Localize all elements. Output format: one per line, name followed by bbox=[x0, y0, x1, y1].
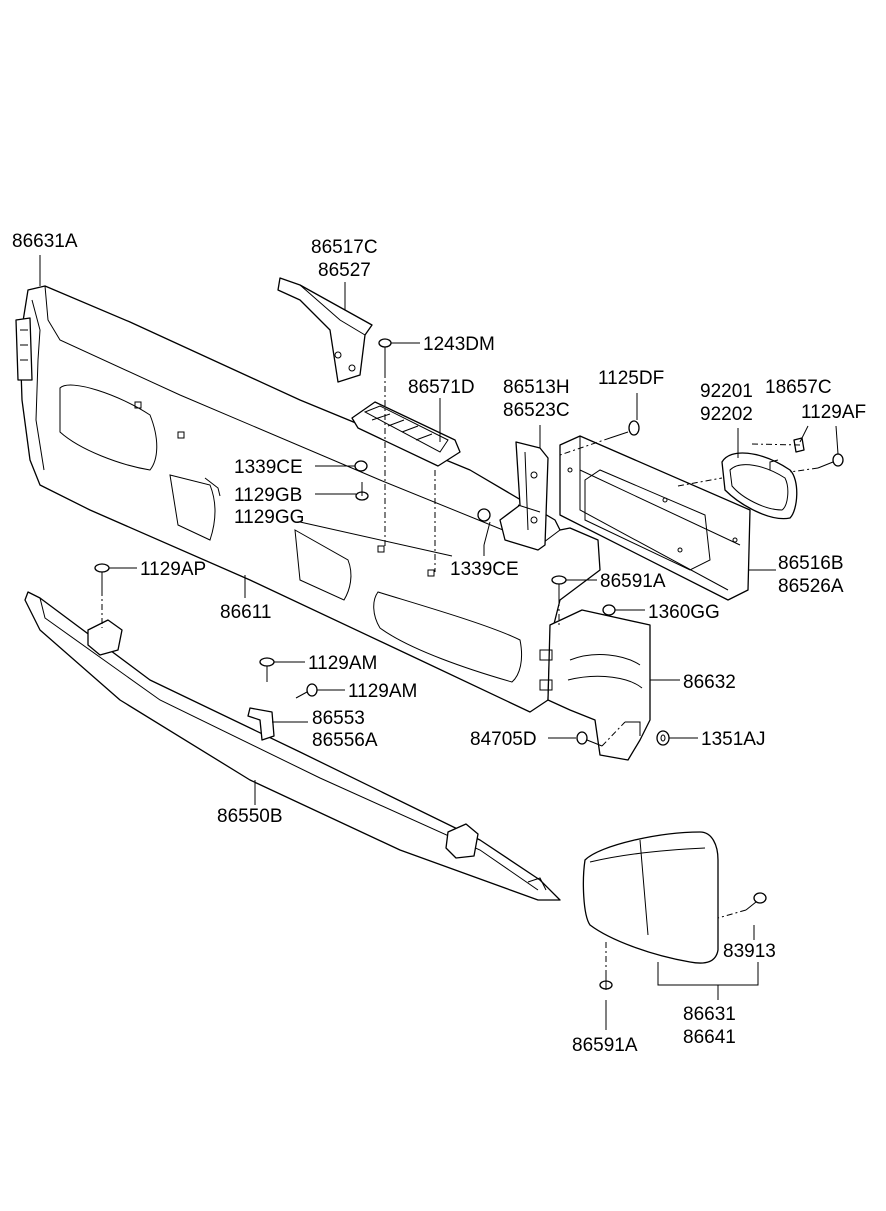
label-86641: 86641 bbox=[683, 1027, 736, 1048]
label-86591A-lower: 86591A bbox=[572, 1035, 638, 1056]
label-86631: 86631 bbox=[683, 1004, 736, 1025]
label-86632: 86632 bbox=[683, 672, 736, 693]
label-86553: 86553 bbox=[312, 708, 365, 729]
label-1125DF: 1125DF bbox=[598, 368, 664, 389]
label-1339CE-a: 1339CE bbox=[234, 457, 303, 478]
end-cap-86631 bbox=[582, 831, 719, 964]
label-86591A-upper: 86591A bbox=[600, 571, 666, 592]
label-83913: 83913 bbox=[723, 941, 776, 962]
label-92202: 92202 bbox=[700, 404, 753, 425]
label-18657C: 18657C bbox=[765, 377, 832, 398]
label-86527: 86527 bbox=[318, 260, 371, 281]
label-86571D: 86571D bbox=[408, 377, 475, 398]
pad-86571D bbox=[351, 401, 461, 467]
bracket-86517C bbox=[277, 277, 373, 383]
part-labels: 86631A 86517C 86527 1243DM 86571D 86513H… bbox=[12, 231, 866, 1056]
label-1243DM: 1243DM bbox=[423, 334, 495, 355]
assembly-lines bbox=[101, 372, 819, 990]
label-86631A-top: 86631A bbox=[12, 231, 78, 252]
washer-icon bbox=[656, 730, 670, 746]
label-86513H: 86513H bbox=[503, 377, 570, 398]
label-86550B: 86550B bbox=[217, 806, 283, 827]
label-1129GG: 1129GG bbox=[234, 507, 304, 528]
bracket-86553 bbox=[247, 707, 275, 741]
nut-icon bbox=[354, 460, 616, 616]
fog-lamp-92201 bbox=[721, 448, 798, 520]
bolt-icon bbox=[94, 338, 844, 990]
label-92201: 92201 bbox=[700, 381, 753, 402]
label-1339CE-b: 1339CE bbox=[450, 559, 519, 580]
label-86516B: 86516B bbox=[778, 553, 844, 574]
label-86611: 86611 bbox=[220, 602, 271, 623]
label-86556A: 86556A bbox=[312, 730, 378, 751]
label-1129AP: 1129AP bbox=[140, 559, 206, 580]
label-1351AJ: 1351AJ bbox=[701, 729, 765, 750]
leader-lines bbox=[39, 255, 839, 1030]
bracket-86513H bbox=[499, 441, 549, 551]
trim-strip-86550B bbox=[24, 591, 561, 901]
label-86526A: 86526A bbox=[778, 576, 844, 597]
label-1360GG: 1360GG bbox=[648, 602, 720, 623]
label-1129AM-upper: 1129AM bbox=[308, 653, 377, 674]
label-84705D: 84705D bbox=[470, 729, 537, 750]
frame-86516B bbox=[559, 435, 751, 601]
label-1129AF: 1129AF bbox=[801, 402, 866, 423]
label-86523C: 86523C bbox=[503, 400, 570, 421]
label-1129AM-lower: 1129AM bbox=[348, 681, 417, 702]
label-1129GB: 1129GB bbox=[234, 485, 302, 506]
label-86517C: 86517C bbox=[311, 237, 378, 258]
